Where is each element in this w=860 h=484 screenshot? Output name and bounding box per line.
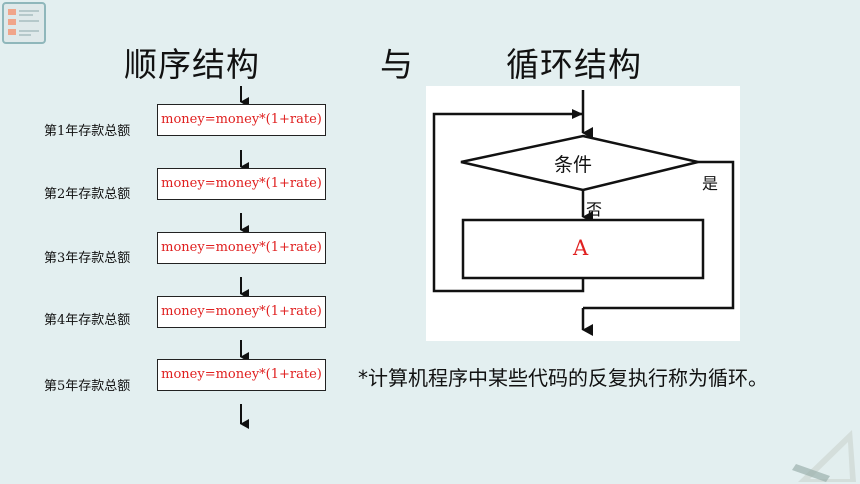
year-3-label: 第3年存款总额 xyxy=(44,251,131,266)
year-4-label: 第4年存款总额 xyxy=(44,313,131,328)
title-sequence-structure: 顺序结构 xyxy=(124,45,260,84)
title-connector: 与 xyxy=(380,45,414,84)
year-5-formula-box: money=money*(1+rate) xyxy=(157,359,326,391)
year-4-formula-box: money=money*(1+rate) xyxy=(157,296,326,328)
loop-body-label: A xyxy=(573,236,589,260)
condition-label: 条件 xyxy=(554,154,593,176)
slide-thumbnail-icon xyxy=(2,2,46,44)
loop-flowchart xyxy=(432,90,735,336)
year-1-formula-box: money=money*(1+rate) xyxy=(157,104,326,136)
loop-flowchart-panel: 条件 是 否 A xyxy=(426,86,740,341)
year-2-label: 第2年存款总额 xyxy=(44,187,131,202)
year-5-label: 第5年存款总额 xyxy=(44,379,131,394)
loop-definition-note: *计算机程序中某些代码的反复执行称为循环。 xyxy=(358,366,768,390)
ruler-triangle-decoration xyxy=(792,430,856,482)
year-2-formula-box: money=money*(1+rate) xyxy=(157,168,326,200)
year-3-formula-box: money=money*(1+rate) xyxy=(157,232,326,264)
no-branch-label: 否 xyxy=(586,200,603,219)
year-1-label: 第1年存款总额 xyxy=(44,124,131,139)
yes-branch-label: 是 xyxy=(702,174,719,193)
title-loop-structure: 循环结构 xyxy=(506,45,642,84)
